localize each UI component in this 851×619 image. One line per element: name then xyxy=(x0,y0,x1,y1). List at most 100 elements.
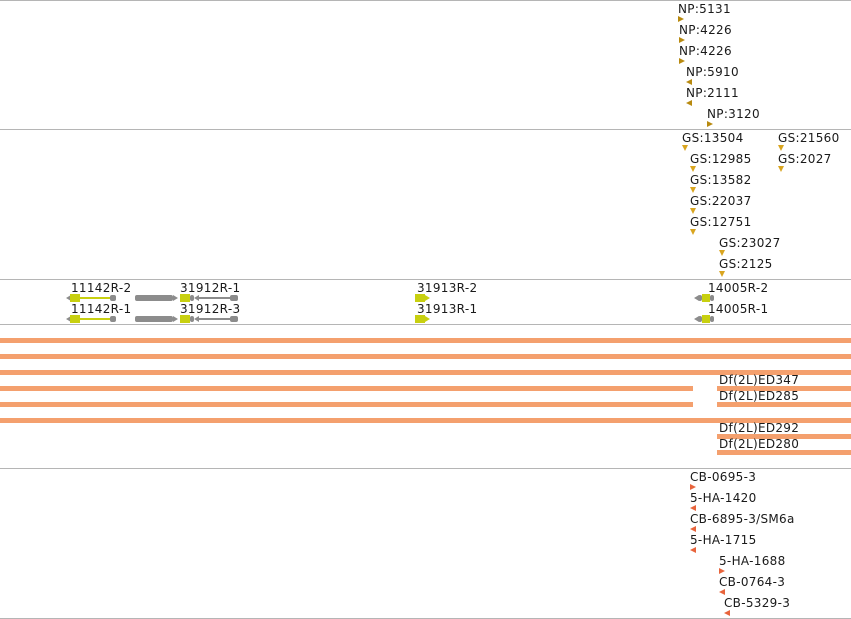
np-feature-marker[interactable] xyxy=(707,121,713,127)
insertion-marker[interactable] xyxy=(724,610,730,616)
gs-feature-marker[interactable] xyxy=(682,145,688,151)
insertion-label[interactable]: CB-6895-3/SM6a xyxy=(690,512,795,526)
gs-feature-marker[interactable] xyxy=(719,271,725,277)
np-feature-marker[interactable] xyxy=(678,16,684,22)
np-feature-marker[interactable] xyxy=(686,79,692,85)
deficiency-bar[interactable] xyxy=(0,370,851,375)
insertion-label[interactable]: 5-HA-1420 xyxy=(690,491,757,505)
insertion-marker[interactable] xyxy=(719,589,725,595)
deficiency-label[interactable]: Df(2L)ED292 xyxy=(719,421,800,435)
deficiency-bar[interactable] xyxy=(717,450,851,455)
gene-model[interactable] xyxy=(694,292,718,304)
deficiency-bar[interactable] xyxy=(717,402,851,407)
gene-model[interactable] xyxy=(415,313,431,325)
strand-arrow-icon xyxy=(425,316,430,322)
gene-model[interactable] xyxy=(694,313,718,325)
utr-block xyxy=(110,295,116,301)
utr-block xyxy=(230,295,238,301)
intron-line xyxy=(198,318,230,320)
gene-model[interactable] xyxy=(66,313,116,325)
gs-track: GS:13504 GS:12985 GS:13582 GS:22037 GS:1… xyxy=(0,130,851,279)
insertion-label[interactable]: 5-HA-1715 xyxy=(690,533,757,547)
gs-feature-label[interactable]: GS:12985 xyxy=(690,152,752,166)
exon-block xyxy=(415,294,425,302)
utr-block xyxy=(698,316,702,322)
deficiency-bar[interactable] xyxy=(0,418,851,423)
np-feature-label[interactable]: NP:5131 xyxy=(678,2,731,16)
strand-arrow-icon xyxy=(173,295,178,301)
utr-block xyxy=(110,316,116,322)
np-feature-label[interactable]: NP:2111 xyxy=(686,86,739,100)
gs-feature-label[interactable]: GS:2027 xyxy=(778,152,832,166)
np-feature-label[interactable]: NP:4226 xyxy=(679,23,732,37)
gene-label[interactable]: 31912R-1 xyxy=(180,281,241,295)
exon-block xyxy=(70,315,80,323)
gs-feature-label[interactable]: GS:12751 xyxy=(690,215,752,229)
track-separator xyxy=(0,129,851,130)
utr-block xyxy=(230,316,238,322)
np-feature-marker[interactable] xyxy=(679,37,685,43)
insertion-marker[interactable] xyxy=(690,505,696,511)
insertion-marker[interactable] xyxy=(690,547,696,553)
gs-feature-marker[interactable] xyxy=(778,166,784,172)
strand-arrow-icon xyxy=(694,295,699,301)
insertion-label[interactable]: CB-0764-3 xyxy=(719,575,786,589)
strand-arrow-icon xyxy=(694,316,699,322)
exon-block xyxy=(180,315,190,323)
gs-feature-label[interactable]: GS:23027 xyxy=(719,236,781,250)
gs-feature-label[interactable]: GS:22037 xyxy=(690,194,752,208)
insertion-label[interactable]: CB-0695-3 xyxy=(690,470,757,484)
deficiency-bar[interactable] xyxy=(717,434,851,439)
gene-label[interactable]: 31913R-1 xyxy=(417,302,478,316)
np-feature-label[interactable]: NP:3120 xyxy=(707,107,760,121)
deficiency-bar[interactable] xyxy=(0,354,851,359)
utr-block xyxy=(698,295,702,301)
gs-feature-marker[interactable] xyxy=(690,166,696,172)
gene-model[interactable] xyxy=(415,292,431,304)
insertion-marker[interactable] xyxy=(719,568,725,574)
np-feature-label[interactable]: NP:5910 xyxy=(686,65,739,79)
deficiency-bar[interactable] xyxy=(0,402,693,407)
np-feature-label[interactable]: NP:4226 xyxy=(679,44,732,58)
gene-label[interactable]: 11142R-1 xyxy=(71,302,132,316)
gene-model[interactable] xyxy=(66,292,116,304)
gene-model[interactable] xyxy=(178,292,240,304)
deficiency-bar[interactable] xyxy=(0,386,693,391)
deficiency-bar[interactable] xyxy=(0,338,851,343)
gene-label[interactable]: 31912R-3 xyxy=(180,302,241,316)
gs-feature-marker[interactable] xyxy=(690,208,696,214)
track-separator xyxy=(0,468,851,469)
gs-feature-marker[interactable] xyxy=(778,145,784,151)
gs-feature-label[interactable]: GS:2125 xyxy=(719,257,773,271)
deficiency-bar[interactable] xyxy=(717,386,851,391)
deficiency-label[interactable]: Df(2L)ED347 xyxy=(719,373,800,387)
np-feature-marker[interactable] xyxy=(686,100,692,106)
gs-feature-label[interactable]: GS:21560 xyxy=(778,131,840,145)
strand-arrow-icon xyxy=(425,295,430,301)
gene-label[interactable]: 31913R-2 xyxy=(417,281,478,295)
insertion-label[interactable]: CB-5329-3 xyxy=(724,596,791,610)
gs-feature-marker[interactable] xyxy=(690,229,696,235)
gene-label[interactable]: 14005R-2 xyxy=(708,281,769,295)
exon-block xyxy=(180,294,190,302)
gene-model[interactable] xyxy=(178,313,240,325)
insertion-marker[interactable] xyxy=(690,484,696,490)
gene-label[interactable]: 14005R-1 xyxy=(708,302,769,316)
gene-label[interactable]: 11142R-2 xyxy=(71,281,132,295)
insertion-marker[interactable] xyxy=(690,526,696,532)
deficiency-label[interactable]: Df(2L)ED285 xyxy=(719,389,800,403)
np-feature-marker[interactable] xyxy=(679,58,685,64)
insertion-label[interactable]: 5-HA-1688 xyxy=(719,554,786,568)
gene-model[interactable] xyxy=(135,313,179,325)
gs-feature-label[interactable]: GS:13504 xyxy=(682,131,744,145)
intron-line xyxy=(70,318,114,320)
strand-arrow-icon xyxy=(194,316,199,322)
deficiency-label[interactable]: Df(2L)ED280 xyxy=(719,437,800,451)
gene-model[interactable] xyxy=(135,292,179,304)
exon-block xyxy=(70,294,80,302)
strand-arrow-icon xyxy=(194,295,199,301)
track-separator xyxy=(0,279,851,280)
gs-feature-marker[interactable] xyxy=(690,187,696,193)
gs-feature-marker[interactable] xyxy=(719,250,725,256)
gs-feature-label[interactable]: GS:13582 xyxy=(690,173,752,187)
